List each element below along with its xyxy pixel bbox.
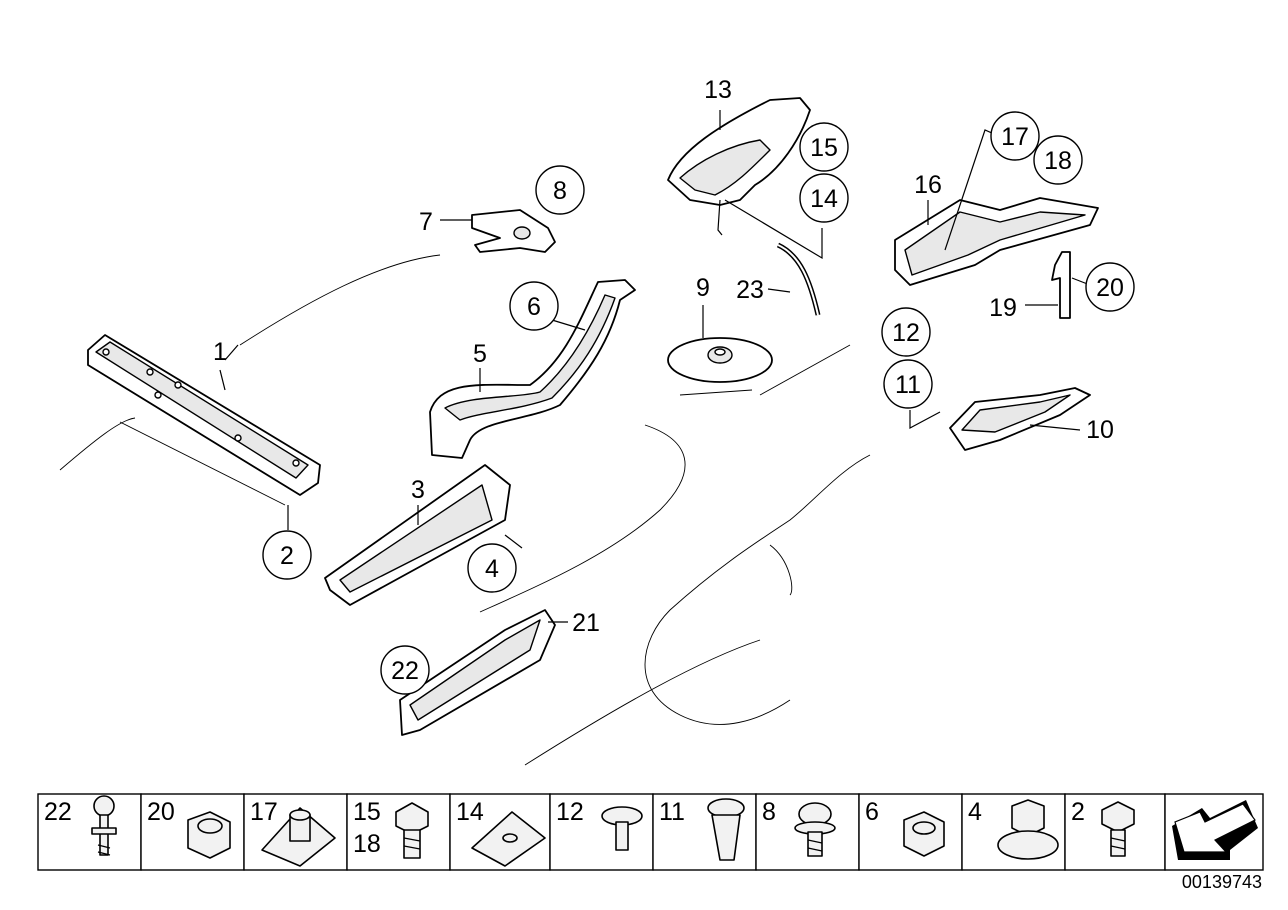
hardware-cell-14[interactable]: 14 <box>449 793 551 871</box>
hardware-cell-4[interactable]: 4 <box>961 793 1066 871</box>
part-cover-16[interactable] <box>894 197 1099 286</box>
svg-text:6: 6 <box>865 798 879 826</box>
callout-3: 3 <box>411 476 425 504</box>
hardware-cell-17[interactable]: 17 <box>243 793 348 871</box>
part-bracket-3[interactable] <box>324 464 511 606</box>
push-rivet-icon <box>91 795 117 856</box>
svg-text:15: 15 <box>353 798 381 826</box>
svg-text:8: 8 <box>762 798 776 826</box>
hardware-cell-15-18[interactable]: 15 18 <box>346 793 451 871</box>
svg-text:11: 11 <box>895 371 921 399</box>
callout-23: 23 <box>736 276 764 304</box>
clip-nut-icon <box>261 807 336 867</box>
hardware-cell-8[interactable]: 8 <box>755 793 860 871</box>
callout-8: 8 <box>535 165 585 215</box>
callout-17: 17 <box>990 111 1040 161</box>
svg-text:20: 20 <box>1096 274 1124 302</box>
callout-14: 14 <box>799 173 849 223</box>
callout-10: 10 <box>1086 416 1114 444</box>
callout-22: 22 <box>380 645 430 695</box>
part-disc-9[interactable] <box>667 337 773 383</box>
hardware-cell-22[interactable]: 22 <box>37 793 142 871</box>
part-rail-5[interactable] <box>429 279 636 459</box>
svg-text:18: 18 <box>1044 147 1072 175</box>
svg-text:2: 2 <box>280 542 294 570</box>
svg-text:14: 14 <box>456 798 484 826</box>
hardware-cell-6[interactable]: 6 <box>858 793 963 871</box>
svg-text:6: 6 <box>527 293 541 321</box>
part-bracket-19[interactable] <box>1051 251 1071 319</box>
callout-9: 9 <box>696 274 710 302</box>
callout-7: 7 <box>419 208 433 236</box>
callout-11: 11 <box>883 359 933 409</box>
document-id: 00139743 <box>1182 872 1262 892</box>
part-cable-23[interactable] <box>776 242 821 316</box>
svg-text:15: 15 <box>810 134 838 162</box>
direction-arrow-icon <box>1172 800 1258 860</box>
callout-1: 1 <box>213 338 227 366</box>
part-tray-13[interactable] <box>667 97 811 236</box>
callout-15: 15 <box>799 122 849 172</box>
callout-18: 18 <box>1033 135 1083 185</box>
callout-19: 19 <box>989 294 1017 322</box>
hex-nut-icon <box>903 811 945 857</box>
hardware-strip: 22 20 17 <box>37 793 1264 871</box>
callout-20: 20 <box>1085 262 1135 312</box>
hardware-cell-20[interactable]: 20 <box>140 793 245 871</box>
callout-16: 16 <box>914 171 942 199</box>
svg-text:12: 12 <box>556 798 584 826</box>
hardware-cell-2[interactable]: 2 <box>1064 793 1166 871</box>
hex-bolt-icon <box>395 802 429 859</box>
svg-text:17: 17 <box>1001 123 1029 151</box>
callout-2: 2 <box>262 530 312 580</box>
svg-text:22: 22 <box>391 657 419 685</box>
torx-screw-icon <box>794 802 836 857</box>
expanding-rivet-icon <box>707 798 745 861</box>
car-outline <box>59 254 871 766</box>
svg-text:14: 14 <box>810 185 838 213</box>
hardware-cell-12[interactable]: 12 <box>549 793 654 871</box>
callout-13: 13 <box>704 76 732 104</box>
plastic-rivet-icon <box>601 806 643 851</box>
spring-nut-icon <box>471 811 546 867</box>
svg-text:12: 12 <box>892 319 920 347</box>
hardware-cell-11[interactable]: 11 <box>652 793 757 871</box>
callout-21: 21 <box>572 609 600 637</box>
svg-text:11: 11 <box>659 798 685 826</box>
svg-text:17: 17 <box>250 798 278 826</box>
callout-5: 5 <box>473 340 487 368</box>
hex-bolt-icon <box>1101 801 1135 857</box>
part-bracket-7[interactable] <box>471 209 556 253</box>
part-crossmember[interactable] <box>87 334 321 496</box>
callout-4: 4 <box>467 543 517 593</box>
direction-arrow-cell[interactable] <box>1164 793 1264 871</box>
svg-text:22: 22 <box>44 798 72 826</box>
svg-text:8: 8 <box>553 177 567 205</box>
svg-text:4: 4 <box>485 555 499 583</box>
svg-text:18: 18 <box>353 830 381 858</box>
cap-nut-icon <box>997 799 1059 860</box>
hex-nut-icon <box>187 811 231 859</box>
part-channel-21[interactable] <box>399 609 556 736</box>
callout-12: 12 <box>881 307 931 357</box>
svg-text:20: 20 <box>147 798 175 826</box>
part-support-10[interactable] <box>949 387 1091 451</box>
svg-text:4: 4 <box>968 798 982 826</box>
svg-text:2: 2 <box>1071 798 1085 826</box>
callout-6: 6 <box>509 281 559 331</box>
